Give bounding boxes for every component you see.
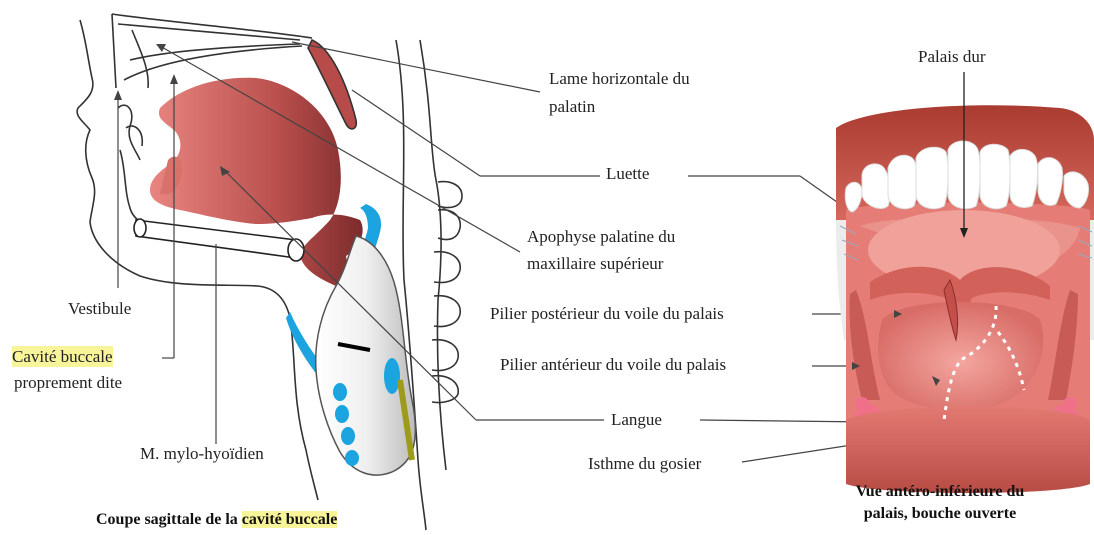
label-langue: Langue <box>611 409 662 430</box>
caption-left: Coupe sagittale de la cavité buccale <box>96 509 337 531</box>
mylohyoid-bar <box>134 219 304 261</box>
label-luette: Luette <box>606 163 649 184</box>
mouth-view <box>836 72 1094 493</box>
caption-right-line2: palais, bouche ouverte <box>810 503 1070 525</box>
label-vestibule: Vestibule <box>68 298 131 319</box>
pharynx-wall-2 <box>420 40 446 470</box>
label-apophyse-1: Apophyse palatine du <box>527 226 675 247</box>
caption-left-highlight: cavité buccale <box>242 511 338 528</box>
tongue-shape <box>150 78 363 286</box>
label-pilier-anterieur: Pilier antérieur du voile du palais <box>500 354 726 375</box>
caption-right-line1: Vue antéro-inférieure du <box>810 481 1070 503</box>
label-palais-dur: Palais dur <box>918 46 986 67</box>
label-pilier-posterieur: Pilier postérieur du voile du palais <box>490 303 724 324</box>
label-lame-horizontale-2: palatin <box>549 96 595 117</box>
label-apophyse-2: maxillaire supérieur <box>527 253 663 274</box>
label-proprement-dite: proprement dite <box>14 372 122 393</box>
caption-left-prefix: Coupe sagittale de la <box>96 511 242 528</box>
label-isthme: Isthme du gosier <box>588 453 701 474</box>
caption-right: Vue antéro-inférieure du palais, bouche … <box>810 481 1070 525</box>
label-cavite-buccale: Cavité buccale <box>12 346 113 367</box>
label-lame-horizontale-1: Lame horizontale du <box>549 68 690 89</box>
label-mylo-hyoidien: M. mylo-hyoïdien <box>140 443 264 464</box>
